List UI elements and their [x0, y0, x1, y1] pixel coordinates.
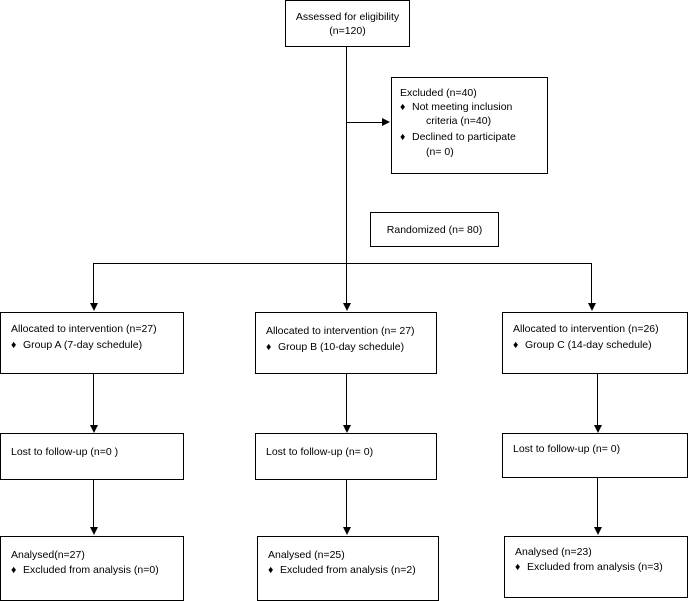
eligibility-box: Assessed for eligibility (n=120): [285, 0, 410, 47]
connector-left-down: [93, 263, 94, 303]
allocation-c-group-label: Group C (14-day schedule): [525, 339, 652, 351]
arrow-c-to-analysed: [594, 527, 602, 535]
arrow-c-to-lost: [594, 425, 602, 433]
excluded-item-2-line2: (n= 0): [426, 146, 454, 158]
analysed-box-c: Analysed (n=23) ♦ Excluded from analysis …: [504, 536, 688, 598]
allocation-c-group: ♦ Group C (14-day schedule): [513, 339, 652, 352]
lost-box-a: Lost to follow-up (n=0 ): [0, 433, 184, 480]
allocation-a-group: ♦ Group A (7-day schedule): [11, 339, 142, 352]
connector-right-down: [591, 263, 592, 303]
diamond-bullet-icon: ♦: [513, 339, 519, 351]
connector-a-alloc-lost: [93, 374, 94, 425]
analysed-c-excluded-label: Excluded from analysis (n=3): [527, 561, 663, 573]
allocation-c-label: Allocated to intervention (n=26): [513, 323, 659, 335]
excluded-title: Excluded (n=40): [400, 87, 477, 99]
excluded-item-2-line1: Declined to participate: [412, 131, 516, 143]
analysed-a-label: Analysed(n=27): [11, 549, 85, 561]
lost-c-label: Lost to follow-up (n= 0): [513, 443, 621, 455]
arrow-b-to-analysed: [343, 527, 351, 535]
excluded-item-1-line1: Not meeting inclusion: [412, 101, 513, 113]
eligibility-count: (n=120): [329, 25, 366, 37]
arrow-a-to-analysed: [90, 527, 98, 535]
eligibility-label: Assessed for eligibility: [295, 11, 400, 23]
analysed-b-excluded-label: Excluded from analysis (n=2): [280, 564, 416, 576]
arrow-to-allocation-a: [90, 303, 98, 311]
connector-c-alloc-lost: [597, 374, 598, 425]
arrow-to-allocation-b: [343, 303, 351, 311]
lost-a-label: Lost to follow-up (n=0 ): [11, 446, 119, 458]
analysed-a-excluded-label: Excluded from analysis (n=0): [23, 564, 159, 576]
analysed-b-label: Analysed (n=25): [268, 549, 345, 561]
lost-b-label: Lost to follow-up (n= 0): [266, 446, 374, 458]
excluded-box: Excluded (n=40) ♦ Not meeting inclusion c…: [391, 77, 548, 174]
analysed-box-a: Analysed(n=27) ♦ Excluded from analysis (…: [0, 536, 184, 601]
diamond-bullet-icon: ♦: [400, 131, 406, 143]
allocation-b-group-label: Group B (10-day schedule): [278, 341, 405, 353]
allocation-b-group: ♦ Group B (10-day schedule): [266, 341, 404, 354]
diamond-bullet-icon: ♦: [268, 564, 274, 576]
allocation-a-label: Allocated to intervention (n=27): [11, 323, 157, 335]
diamond-bullet-icon: ♦: [11, 339, 17, 351]
lost-box-b: Lost to follow-up (n= 0): [255, 433, 437, 480]
arrow-a-to-lost: [90, 425, 98, 433]
arrow-to-excluded: [382, 118, 390, 126]
excluded-item-1: ♦ Not meeting inclusion: [400, 101, 512, 114]
arrow-to-allocation-c: [588, 303, 596, 311]
analysed-c-label: Analysed (n=23): [515, 546, 592, 558]
allocation-b-label: Allocated to intervention (n= 27): [266, 325, 415, 337]
connector-horizontal-split: [93, 263, 592, 264]
analysed-b-excluded: ♦ Excluded from analysis (n=2): [268, 564, 416, 577]
connector-c-lost-analysed: [597, 478, 598, 527]
excluded-item-1-line2: criteria (n=40): [426, 115, 492, 127]
connector-a-lost-analysed: [93, 480, 94, 527]
allocation-a-group-label: Group A (7-day schedule): [23, 339, 143, 351]
connector-to-excluded: [346, 122, 382, 123]
diamond-bullet-icon: ♦: [515, 561, 521, 573]
connector-b-lost-analysed: [346, 480, 347, 527]
arrow-b-to-lost: [343, 425, 351, 433]
connector-eligibility-down: [346, 47, 347, 303]
analysed-box-b: Analysed (n=25) ♦ Excluded from analysis …: [257, 536, 439, 601]
allocation-box-b: Allocated to intervention (n= 27) ♦ Group…: [255, 312, 437, 374]
analysed-c-excluded: ♦ Excluded from analysis (n=3): [515, 561, 663, 574]
randomized-label: Randomized (n= 80): [386, 224, 483, 236]
diamond-bullet-icon: ♦: [11, 564, 17, 576]
excluded-item-2: ♦ Declined to participate: [400, 131, 516, 144]
allocation-box-a: Allocated to intervention (n=27) ♦ Group …: [0, 312, 184, 374]
analysed-a-excluded: ♦ Excluded from analysis (n=0): [11, 564, 159, 577]
diamond-bullet-icon: ♦: [266, 341, 272, 353]
randomized-box: Randomized (n= 80): [370, 212, 499, 247]
allocation-box-c: Allocated to intervention (n=26) ♦ Group …: [502, 312, 688, 374]
diamond-bullet-icon: ♦: [400, 101, 406, 113]
lost-box-c: Lost to follow-up (n= 0): [502, 433, 688, 478]
connector-b-alloc-lost: [346, 374, 347, 425]
